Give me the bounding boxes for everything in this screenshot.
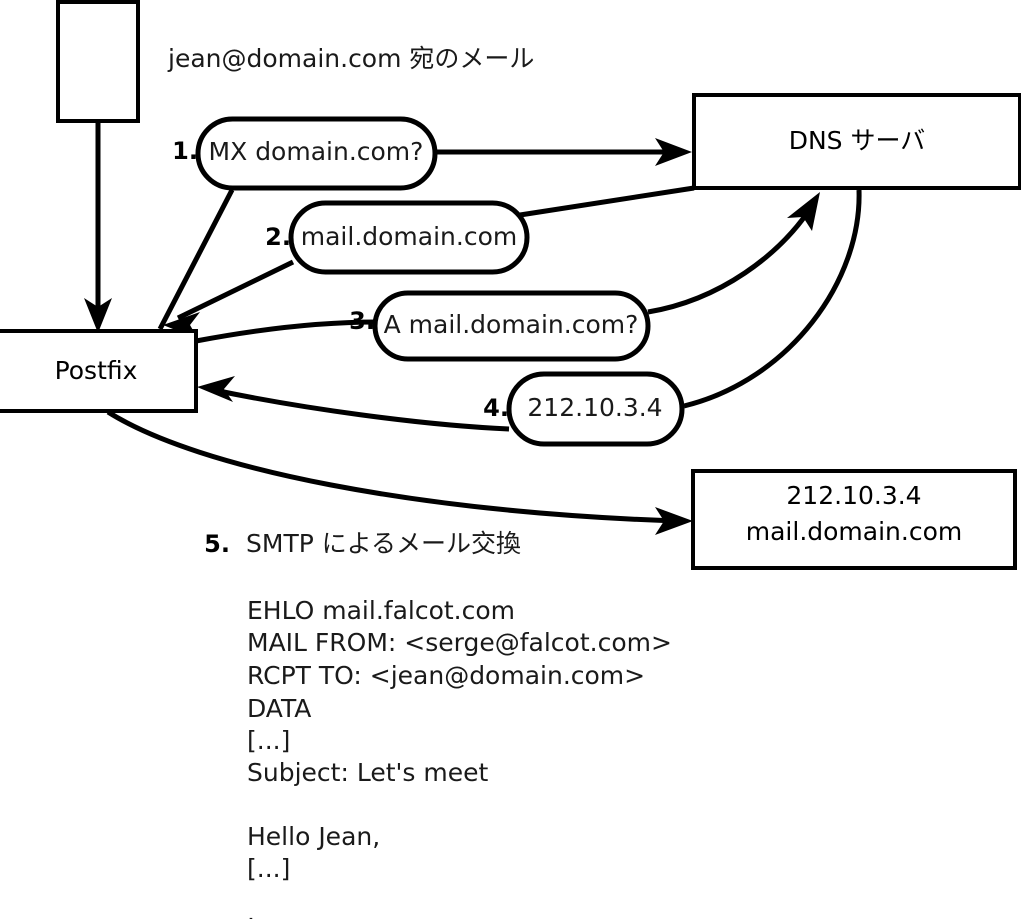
dns-server-label: DNS サーバ bbox=[789, 126, 926, 155]
postfix-label: Postfix bbox=[55, 356, 138, 385]
step-5-label: SMTP によるメール交換 bbox=[246, 529, 521, 558]
client-box bbox=[56, 0, 140, 123]
step-2-number: 2. bbox=[265, 223, 291, 251]
transcript-line-9: . bbox=[247, 898, 255, 919]
step-1-number: 1. bbox=[172, 137, 198, 165]
transcript-line-7: Hello Jean, bbox=[247, 822, 380, 851]
step-3-label: A mail.domain.com? bbox=[384, 310, 639, 339]
transcript-line-8: [...] bbox=[247, 854, 290, 883]
step-1-label: MX domain.com? bbox=[209, 137, 424, 166]
step-4-number: 4. bbox=[483, 394, 509, 422]
step-4-label: 212.10.3.4 bbox=[527, 393, 662, 422]
postfix-box: Postfix bbox=[0, 329, 198, 413]
mail-server-host-label: mail.domain.com bbox=[746, 517, 962, 546]
step-5-number: 5. bbox=[204, 530, 230, 558]
step-1: 1. MX domain.com? bbox=[172, 116, 438, 191]
transcript-line-2: RCPT TO: <jean@domain.com> bbox=[247, 661, 645, 690]
transcript-line-5: Subject: Let's meet bbox=[247, 758, 488, 787]
step-2-label: mail.domain.com bbox=[301, 222, 517, 251]
step-3: 3. A mail.domain.com? bbox=[349, 290, 651, 362]
connector-step3-pill-to-dns bbox=[647, 192, 820, 315]
connector-step5-postfix-to-mailserver bbox=[106, 409, 693, 535]
transcript-line-3: DATA bbox=[247, 694, 311, 723]
smtp-transcript: EHLO mail.falcot.com MAIL FROM: <serge@f… bbox=[247, 596, 672, 919]
step-2: 2. mail.domain.com bbox=[265, 200, 530, 275]
connector-client-to-postfix bbox=[84, 121, 112, 333]
connector-step1-pill-to-dns bbox=[433, 138, 692, 166]
connector-step1-postfix-to-pill bbox=[157, 188, 235, 331]
mail-destination-caption: jean@domain.com 宛のメール bbox=[167, 44, 534, 73]
transcript-line-4: [...] bbox=[247, 726, 290, 755]
step-5: 5. SMTP によるメール交換 bbox=[204, 529, 521, 558]
connector-step4-dns-to-pill bbox=[683, 189, 862, 409]
dns-server-box: DNS サーバ bbox=[692, 93, 1021, 190]
mail-server-ip-label: 212.10.3.4 bbox=[786, 481, 921, 510]
mail-server-box: 212.10.3.4 mail.domain.com bbox=[691, 469, 1017, 570]
connector-step4-pill-to-postfix bbox=[197, 376, 510, 432]
connector-step3-postfix-to-pill bbox=[195, 319, 378, 344]
connector-step2-dns-to-pill bbox=[519, 185, 695, 218]
step-4: 4. 212.10.3.4 bbox=[483, 371, 685, 447]
transcript-line-0: EHLO mail.falcot.com bbox=[247, 596, 515, 625]
step-3-number: 3. bbox=[349, 307, 375, 335]
transcript-line-1: MAIL FROM: <serge@falcot.com> bbox=[247, 628, 672, 657]
